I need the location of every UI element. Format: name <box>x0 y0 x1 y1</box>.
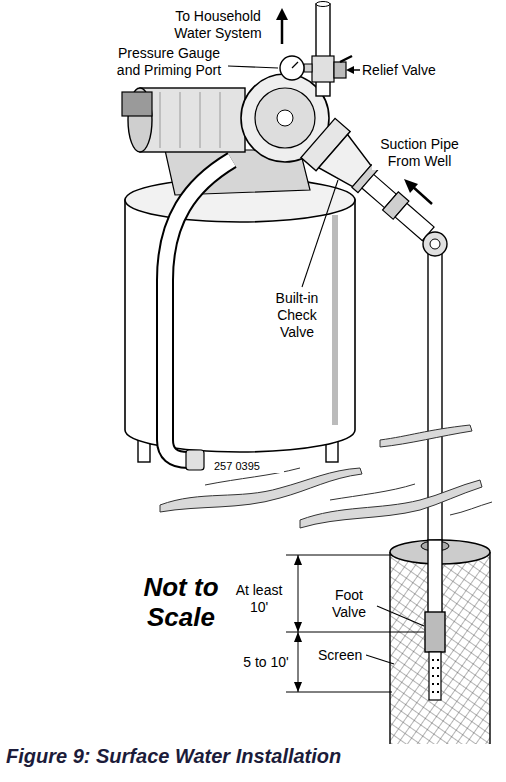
dimension-label: At least 10' <box>228 582 290 616</box>
dimension-label: 5 to 10' <box>238 654 294 671</box>
intake-screen <box>388 540 492 760</box>
discharge-pipe <box>280 2 352 97</box>
water-surface <box>160 425 492 528</box>
check-valve-label: Built-in Check Valve <box>266 290 328 341</box>
flow-arrows <box>276 8 432 204</box>
figure-caption: Figure 9: Surface Water Installation <box>6 744 500 768</box>
drain-hose <box>165 160 232 470</box>
relief-valve-label: Relief Valve <box>362 62 472 79</box>
foot-valve-label: Foot Valve <box>322 587 376 621</box>
part-number: 257 0395 <box>214 460 284 473</box>
scale-note: Not to Scale <box>142 572 220 632</box>
suction-pipe-label: Suction Pipe From Well <box>372 136 467 170</box>
outlet-label: To Household Water System <box>168 8 268 42</box>
dimension-lines <box>286 555 424 692</box>
gauge-label: Pressure Gauge and Priming Port <box>112 45 226 79</box>
elbow-fitting <box>423 232 447 256</box>
screen-label: Screen <box>318 647 366 664</box>
pump-motor <box>122 88 245 152</box>
